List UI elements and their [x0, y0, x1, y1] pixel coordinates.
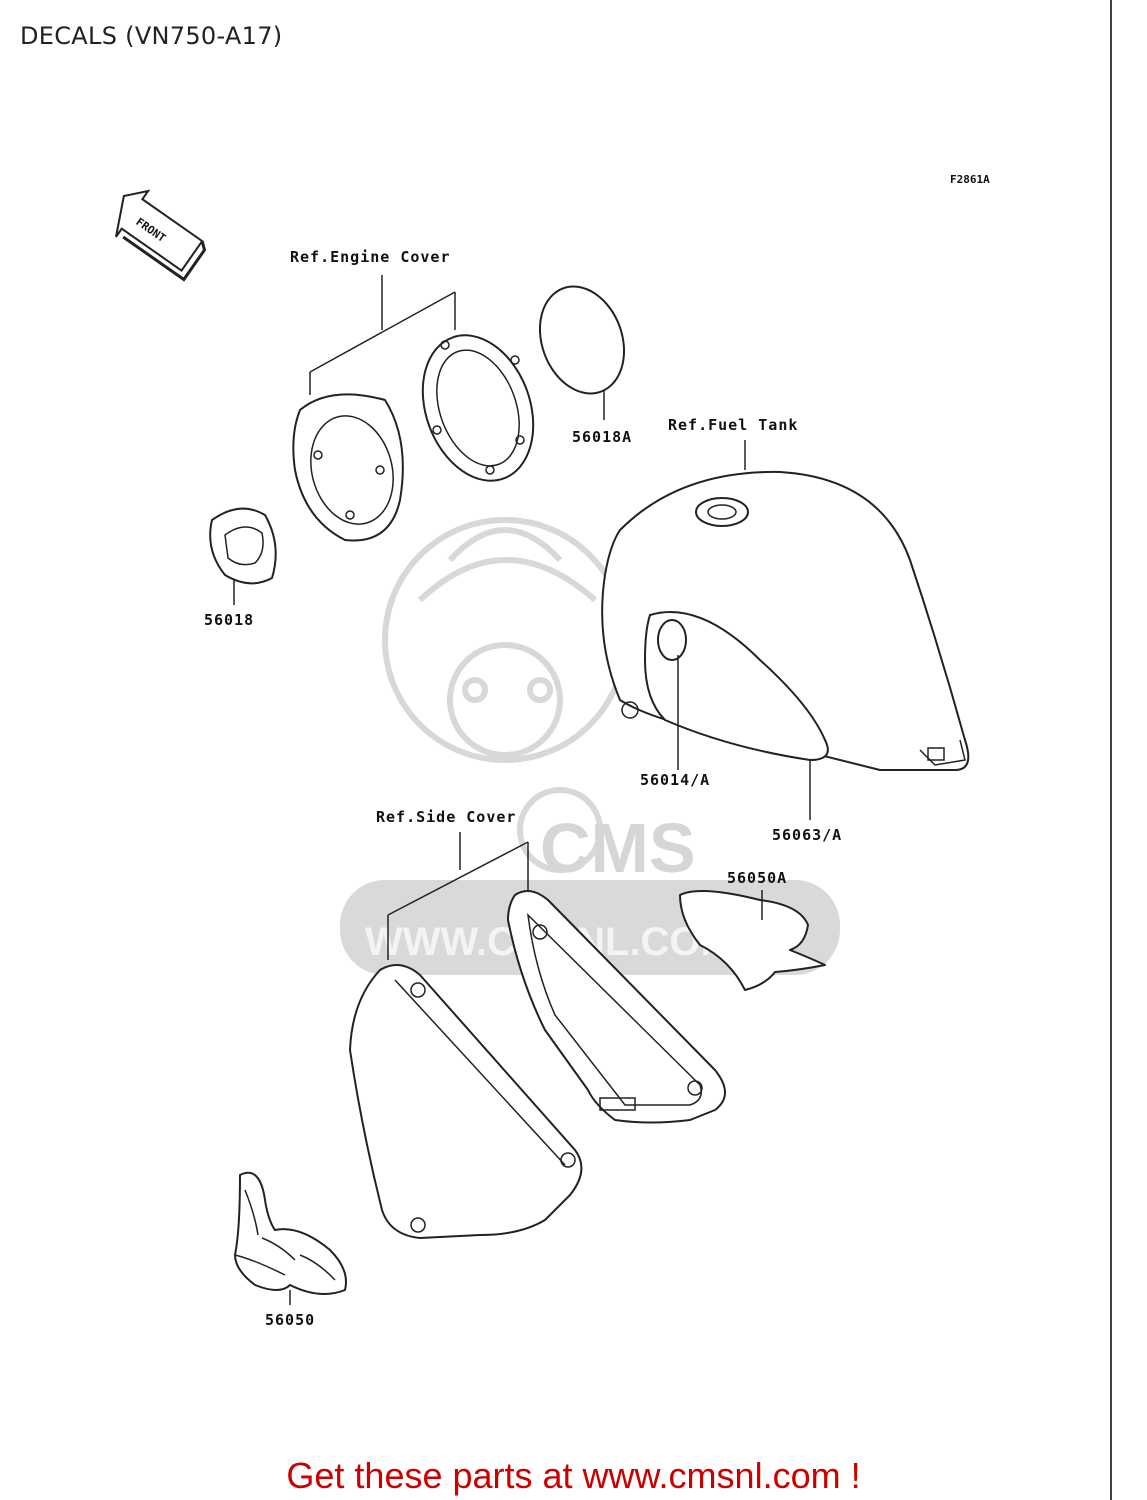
decal-56018A	[538, 285, 626, 395]
part-number-56050A: 56050A	[727, 869, 787, 887]
part-number-56050: 56050	[265, 1311, 315, 1329]
ref-fuel-tank-label: Ref.Fuel Tank	[668, 416, 798, 434]
watermark-brand: CMS	[540, 809, 696, 887]
part-number-56063A: 56063/A	[772, 826, 842, 844]
part-number-56018: 56018	[204, 611, 254, 629]
fuel-tank	[601, 470, 970, 771]
part-number-56018A: 56018A	[572, 428, 632, 446]
cta-link[interactable]: Get these parts at www.cmsnl.com !	[286, 1455, 861, 1496]
ref-side-cover-label: Ref.Side Cover	[376, 808, 516, 826]
ref-engine-cover-label: Ref.Engine Cover	[290, 248, 451, 266]
decal-56018	[209, 507, 277, 585]
page-title: DECALS (VN750-A17)	[20, 22, 283, 50]
figure-code: F2861A	[950, 173, 990, 186]
engine-cover-outer	[292, 393, 404, 542]
vulcan-750-emblem	[234, 1171, 347, 1295]
side-cover-frame	[507, 890, 726, 1124]
front-arrow-icon: FRONT	[115, 189, 207, 282]
part-number-56014A: 56014/A	[640, 771, 710, 789]
engine-cover-ring	[421, 334, 535, 482]
decal-56050A	[679, 890, 826, 991]
side-cover	[349, 964, 583, 1239]
parts-diagram: CMS WWW.CMSNL.COM F2861A FRONT Ref.Engin…	[115, 173, 990, 1329]
page-border	[1110, 0, 1112, 1500]
